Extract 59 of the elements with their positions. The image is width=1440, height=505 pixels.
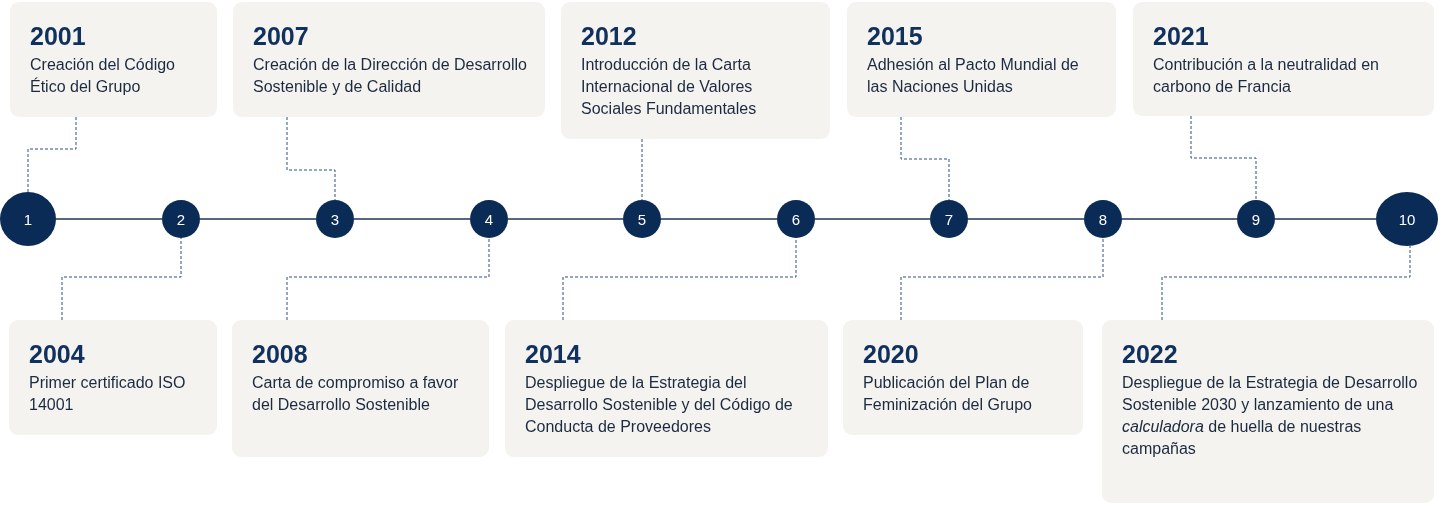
- step-circle: 2: [162, 200, 200, 238]
- description-text: Creación de la Dirección de Desarrollo Sostenible y de Calidad: [253, 55, 528, 97]
- year-label: 2007: [253, 22, 310, 50]
- milestone-card: [843, 320, 1083, 435]
- description-text: Introducción de la Carta Internacional de Valores Sociales Fundamentales: [581, 55, 758, 119]
- description-text: Publicación del Plan de Feminización del Grupo: [863, 373, 1033, 415]
- description-text: Creación del Código Ético del Grupo: [30, 55, 176, 97]
- leader-line: [1161, 245, 1411, 321]
- step-circle: 3: [316, 200, 354, 238]
- leader-line: [286, 116, 336, 201]
- milestone-card: [233, 2, 545, 117]
- description-text: Despliegue de la Estrategia del Desarrollo Sostenible y del Código de Conducta de Proveedores: [525, 373, 794, 437]
- year-label: 2014: [525, 340, 582, 368]
- step-circle: 10: [1376, 192, 1438, 246]
- timeline-line: [1121, 218, 1238, 220]
- leader-line: [562, 237, 797, 321]
- description-text: Contribución a la neutralidad en carbono de Francia: [1153, 55, 1380, 97]
- year-label: 2012: [581, 22, 638, 50]
- milestone-card: [561, 2, 830, 139]
- milestone-card: [1102, 320, 1434, 503]
- leader-line: [61, 237, 182, 321]
- step-circle: 6: [777, 200, 815, 238]
- leader-line: [900, 237, 1104, 321]
- step-circle: 4: [470, 200, 508, 238]
- year-label: 2004: [29, 340, 86, 368]
- year-label: 2020: [863, 340, 920, 368]
- timeline-line: [199, 218, 317, 220]
- leader-line: [27, 116, 77, 193]
- year-label: 2022: [1122, 340, 1179, 368]
- timeline-line: [507, 218, 624, 220]
- leader-line: [641, 138, 643, 201]
- leader-line: [900, 116, 950, 201]
- milestone-card: [232, 320, 489, 457]
- step-circle: 9: [1237, 200, 1275, 238]
- milestone-card: [505, 320, 828, 457]
- leader-line: [286, 237, 490, 321]
- step-circle: 7: [930, 200, 968, 238]
- timeline-line: [353, 218, 471, 220]
- step-circle: 8: [1084, 200, 1122, 238]
- year-label: 2008: [252, 340, 309, 368]
- year-label: 2015: [867, 22, 924, 50]
- year-label: 2021: [1153, 22, 1210, 50]
- description-text: Primer certificado ISO 14001: [29, 373, 187, 415]
- leader-line: [1190, 115, 1257, 201]
- description-text: Adhesión al Pacto Mundial de las Naciones Unidas: [867, 55, 1080, 97]
- timeline-line: [1274, 218, 1377, 220]
- description-text: Despliegue de la Estrategia de Desarrollo Sostenible 2030 y lanzamiento de una calculadora de huella de nuestras campañas: [1122, 373, 1418, 459]
- milestone-card: [9, 320, 217, 435]
- timeline-line: [967, 218, 1085, 220]
- step-circle: 5: [623, 200, 661, 238]
- milestone-card: [847, 2, 1116, 117]
- timeline-line: [814, 218, 931, 220]
- description-text: Carta de compromiso a favor del Desarrollo Sostenible: [252, 373, 460, 415]
- milestone-card: [1133, 2, 1434, 116]
- timeline-line: [660, 218, 778, 220]
- year-label: 2001: [30, 22, 87, 50]
- milestone-card: [10, 2, 217, 117]
- step-circle: 1: [0, 192, 56, 246]
- timeline-line: [55, 218, 163, 220]
